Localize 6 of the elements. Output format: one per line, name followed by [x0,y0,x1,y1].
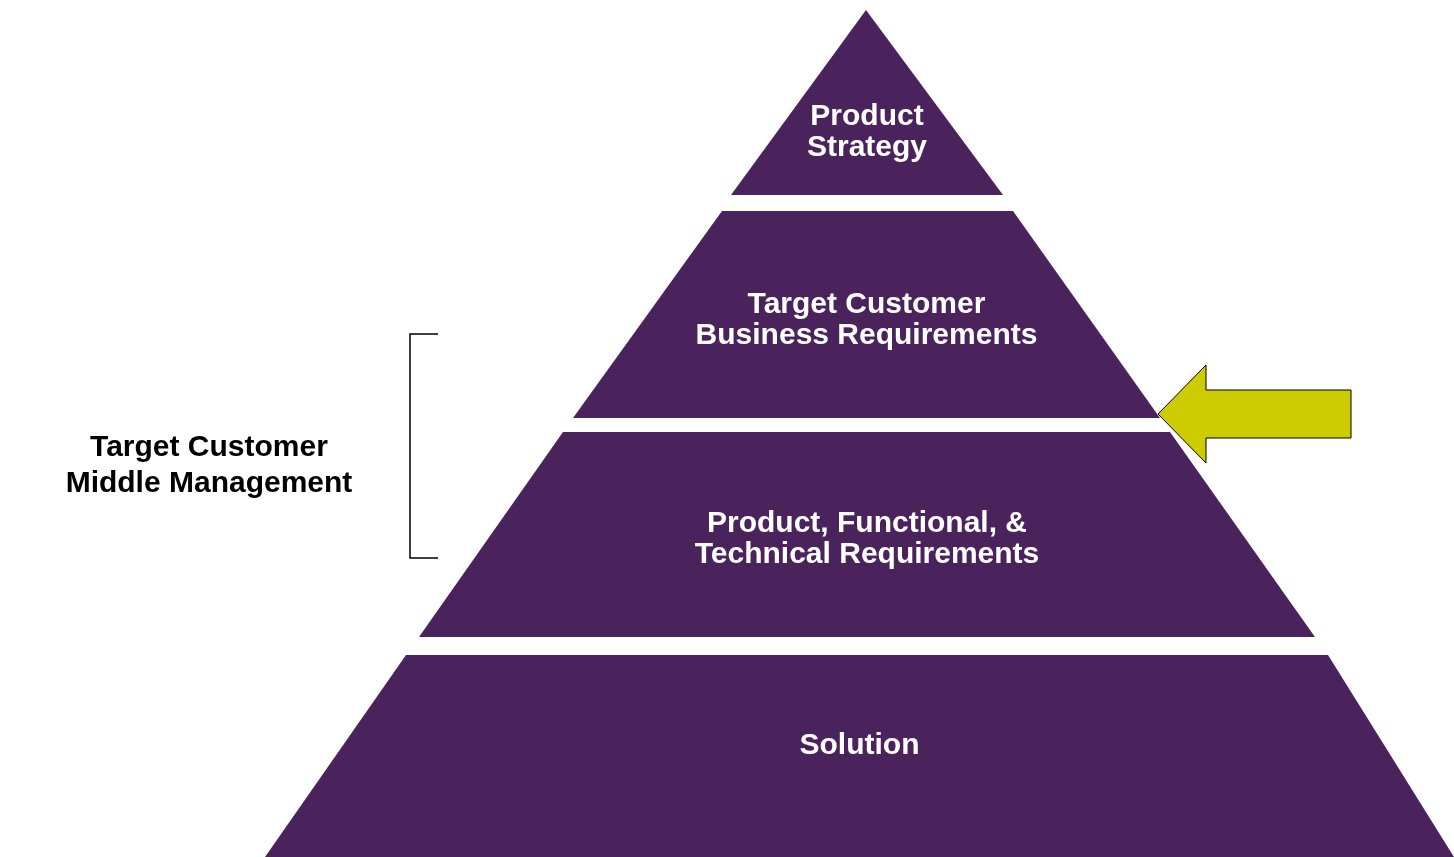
block-arrow [1157,364,1352,464]
tier-label: Product Strategy [805,99,928,161]
tier-label: Target Customer Business Requirements [694,287,1039,349]
bracket-label: Target Customer Middle Management [64,428,354,500]
tier-label: Solution [799,727,920,759]
tier-label: Product, Functional, & Technical Requirements [693,506,1041,568]
